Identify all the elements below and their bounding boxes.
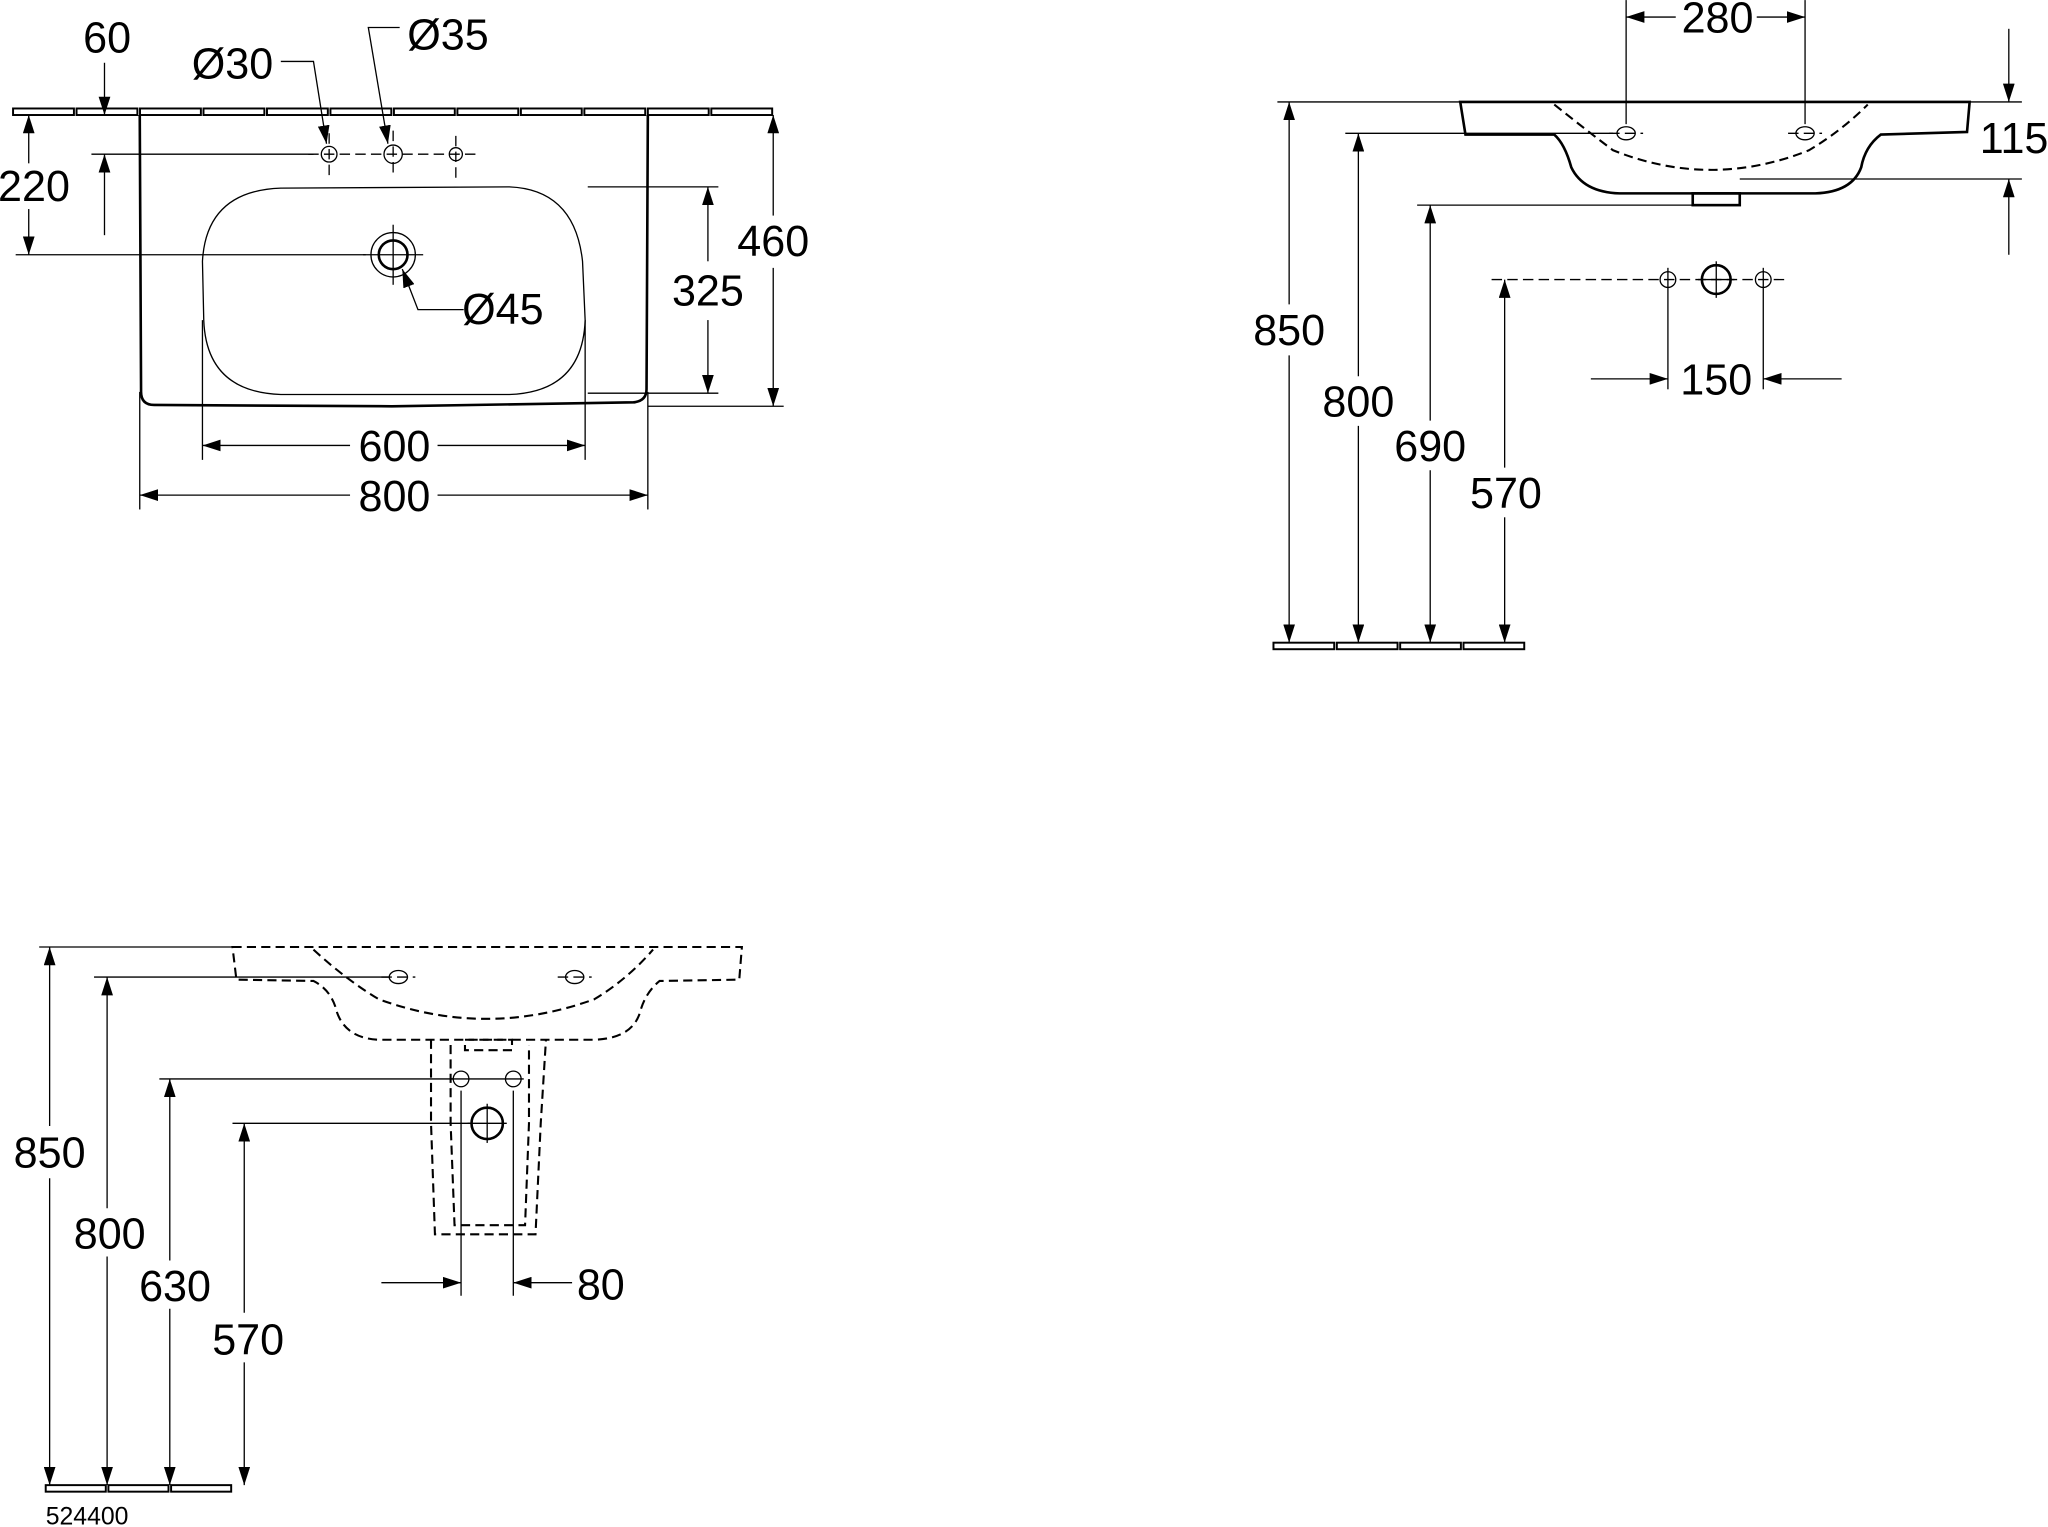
- bar-segment: [646, 107, 710, 116]
- bowl-hidden-line: [312, 948, 654, 1020]
- waste-hole: [363, 224, 424, 285]
- drain-stub: [1691, 192, 1742, 207]
- dim-pedestal-rim-height: 850: [14, 1130, 86, 1178]
- bar-segment: [1399, 641, 1462, 651]
- dim-pedestal-hole-height: 800: [74, 1211, 146, 1259]
- dim-hole-spacing: 280: [1682, 0, 1754, 43]
- bar-segment: [107, 1484, 170, 1493]
- bar-segment: [456, 107, 520, 116]
- bar-segment: [265, 107, 329, 116]
- bar-segment: [12, 107, 75, 116]
- bowl-hidden-line: [1553, 103, 1869, 171]
- bar-segment: [329, 107, 393, 116]
- dim-waste: Ø45: [462, 286, 543, 334]
- dim-hole-offset: 60: [83, 14, 131, 62]
- bar-segment: [392, 107, 456, 116]
- dim-supply-spacing: 80: [577, 1262, 625, 1310]
- bar-segment: [139, 107, 202, 116]
- bar-segment: [44, 1484, 107, 1493]
- dim-hole-height: 800: [1322, 379, 1394, 427]
- bowl-outline: [201, 186, 586, 396]
- drawing-number: 524400: [46, 1503, 129, 1527]
- dim-rim-height: 850: [1253, 307, 1325, 355]
- dim-connection-height: 570: [1470, 470, 1542, 518]
- tap-holes: [308, 130, 476, 178]
- bar-segment: [75, 107, 139, 116]
- dim-bowl-width: 600: [358, 423, 430, 471]
- connection-holes: [1659, 261, 1772, 298]
- dim-overall-width: 800: [358, 473, 430, 521]
- basin-outline: [138, 115, 650, 408]
- bar-segment: [583, 107, 647, 116]
- bar-segment: [710, 107, 774, 116]
- dim-rim-thickness: 115: [1980, 115, 2048, 163]
- bar-segment: [1462, 641, 1526, 651]
- bar-segment: [202, 107, 266, 116]
- top-view: 60 220 Ø30 Ø35 Ø45 325 460 600 800: [0, 12, 809, 521]
- dim-bowl-depth: 325: [672, 268, 744, 316]
- dim-tap-hole-small: Ø30: [192, 40, 273, 88]
- bar-segment: [1335, 641, 1399, 651]
- dim-tap-hole-main: Ø35: [407, 12, 488, 60]
- pedestal-inner: [449, 1044, 531, 1227]
- floor-bar: [1272, 641, 1526, 651]
- wall-bar: [12, 107, 774, 116]
- dim-waste-distance: 220: [0, 163, 70, 211]
- basin-profile-hidden: [231, 945, 744, 1041]
- dim-overall-depth: 460: [737, 218, 809, 266]
- dim-waste-height: 570: [212, 1317, 284, 1365]
- bar-segment: [519, 107, 583, 116]
- basin-profile: [1458, 100, 1972, 195]
- dim-bowl-bottom-height: 690: [1394, 423, 1466, 471]
- pedestal-view: 850 800 630 570 80 524400: [14, 945, 744, 1527]
- basin-holes: [381, 969, 592, 985]
- bar-segment: [170, 1484, 233, 1493]
- dim-supply-height: 630: [139, 1263, 211, 1311]
- floor-bar: [44, 1484, 233, 1493]
- side-view: 280 115 850 800 690 570: [1253, 0, 2048, 651]
- bar-segment: [1272, 641, 1336, 651]
- pedestal-top-slot: [463, 1038, 514, 1052]
- pedestal-holes: [450, 1070, 524, 1143]
- pedestal-outline: [429, 1039, 548, 1236]
- side-holes: [1609, 126, 1823, 141]
- dim-connection-spacing: 150: [1680, 357, 1752, 405]
